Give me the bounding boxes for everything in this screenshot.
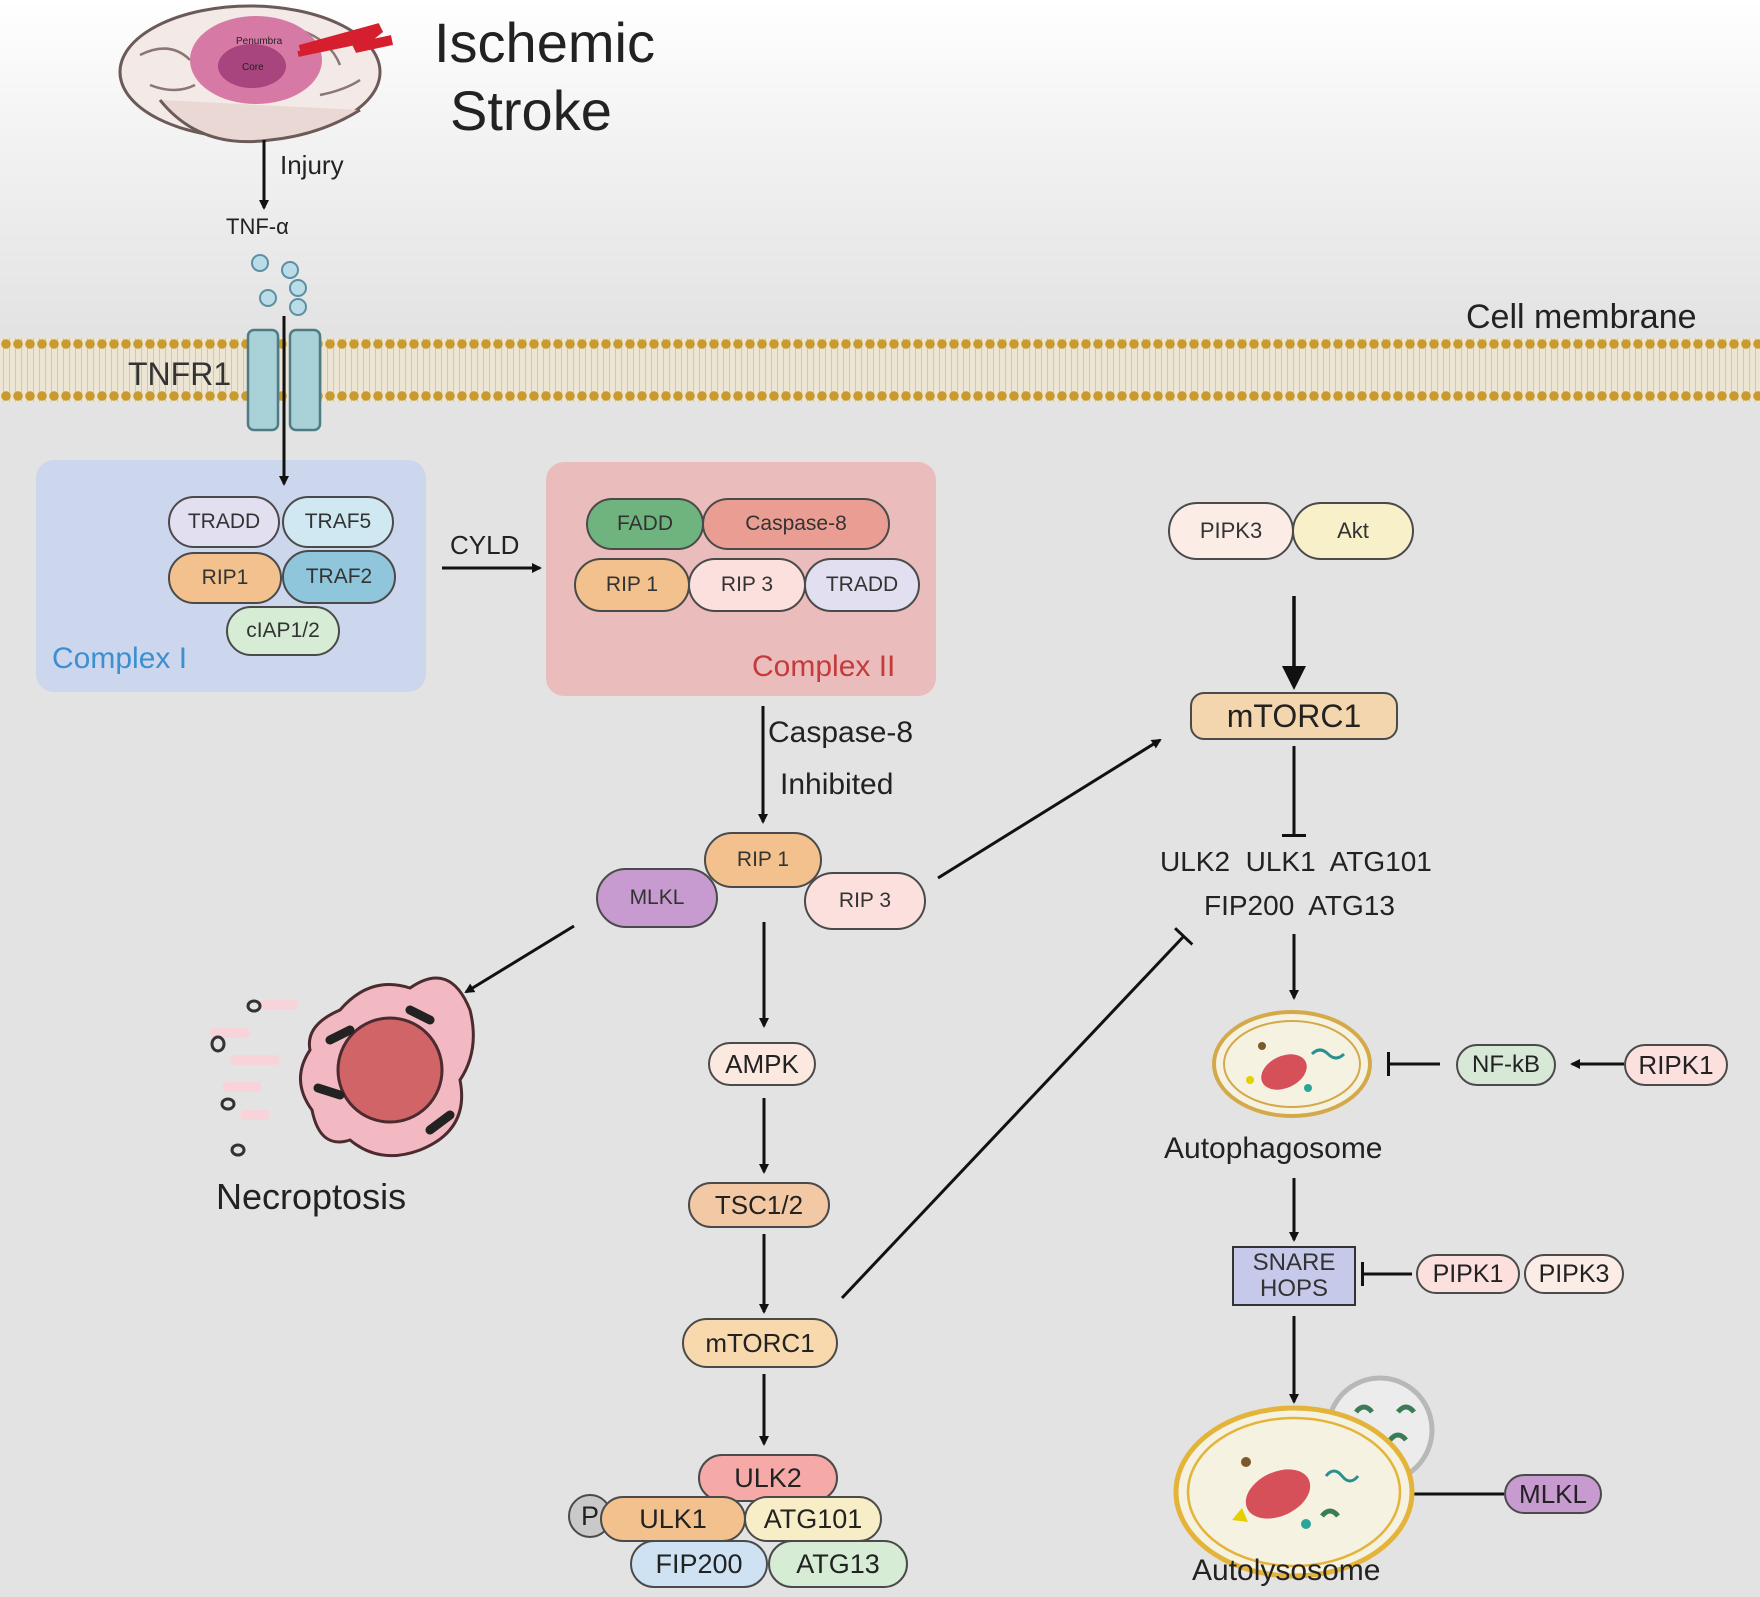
snare-hops-box: SNARE HOPS (1232, 1246, 1356, 1306)
complex1-tradd: TRADD (168, 496, 280, 548)
cyld-label: CYLD (450, 530, 520, 560)
complex2-label: Complex II (752, 650, 896, 683)
necrosome-mlkl: MLKL (596, 868, 718, 928)
pipk1-node: PIPK1 (1416, 1254, 1520, 1294)
mtorc1-mid-node: mTORC1 (682, 1318, 838, 1368)
necrosome-rip3: RIP 3 (804, 872, 926, 930)
ulk-text-line2: FIP200 ATG13 (1204, 890, 1395, 921)
necrosome-rip1: RIP 1 (704, 832, 822, 888)
akt-node: Akt (1292, 502, 1414, 560)
complex2-fadd: FADD (586, 498, 704, 550)
complex1-label: Complex I (52, 642, 188, 675)
tnf-alpha-molecules (251, 254, 307, 316)
complex1-rip1: RIP1 (168, 552, 282, 604)
ampk-node: AMPK (708, 1042, 816, 1086)
atg101-protein: ATG101 (744, 1496, 882, 1542)
inhibited-label: Inhibited (780, 768, 894, 801)
tnfr1-receptor (246, 328, 322, 432)
ulk1-protein: ULK1 (600, 1496, 746, 1542)
ulk2-protein: ULK2 (698, 1454, 838, 1502)
necroptosis-label: Necroptosis (216, 1176, 407, 1217)
pipk3-bottom-node: PIPK3 (1524, 1254, 1624, 1294)
ulk-text-line1: ULK2 ULK1 ATG101 (1160, 846, 1432, 877)
cell-membrane-label: Cell membrane (1466, 298, 1697, 336)
tnfr1-label: TNFR1 (128, 356, 232, 392)
nfkb-node: NF-kB (1456, 1044, 1556, 1086)
complex2-rip3: RIP 3 (688, 558, 806, 612)
mlkl-right-node: MLKL (1504, 1474, 1602, 1514)
tnf-alpha-label: TNF-α (226, 214, 289, 239)
complex2-rip1: RIP 1 (574, 558, 690, 612)
caspase8-label: Caspase-8 (768, 716, 914, 749)
penumbra-label: Penumbra (236, 36, 283, 47)
injury-label: Injury (280, 150, 344, 180)
autophagosome-illustration (1212, 1010, 1372, 1118)
tsc-node: TSC1/2 (688, 1182, 830, 1228)
fip200-protein: FIP200 (630, 1540, 768, 1588)
core-label: Core (242, 62, 264, 73)
snare-label: SNARE (1252, 1249, 1336, 1276)
ripk1-node: RIPK1 (1624, 1044, 1728, 1086)
autolysosome-illustration (1173, 1375, 1435, 1579)
arrow-rip3-mtorc1 (937, 738, 1162, 880)
inhibit-mtorc1-ulkcomplex (840, 927, 1194, 1300)
pipk3-top: PIPK3 (1168, 502, 1294, 560)
hops-label: HOPS (1259, 1275, 1328, 1302)
complex1-ciap: cIAP1/2 (226, 606, 340, 656)
brain-illustration (118, 4, 394, 144)
complex2-tradd: TRADD (804, 558, 920, 612)
autophagosome-label: Autophagosome (1164, 1132, 1383, 1165)
necroptotic-cell-illustration (210, 976, 475, 1158)
mtorc1-top-node: mTORC1 (1190, 692, 1398, 740)
complex1-traf2: TRAF2 (282, 550, 396, 604)
atg13-protein: ATG13 (768, 1540, 908, 1588)
title-line1: Ischemic (434, 11, 655, 74)
title-line2: Stroke (450, 79, 612, 142)
autolysosome-label: Autolysosome (1192, 1554, 1381, 1587)
complex1-traf5: TRAF5 (282, 496, 394, 548)
arrow-necrosome-necroptosis (464, 924, 575, 994)
complex2-caspase8: Caspase-8 (702, 498, 890, 550)
